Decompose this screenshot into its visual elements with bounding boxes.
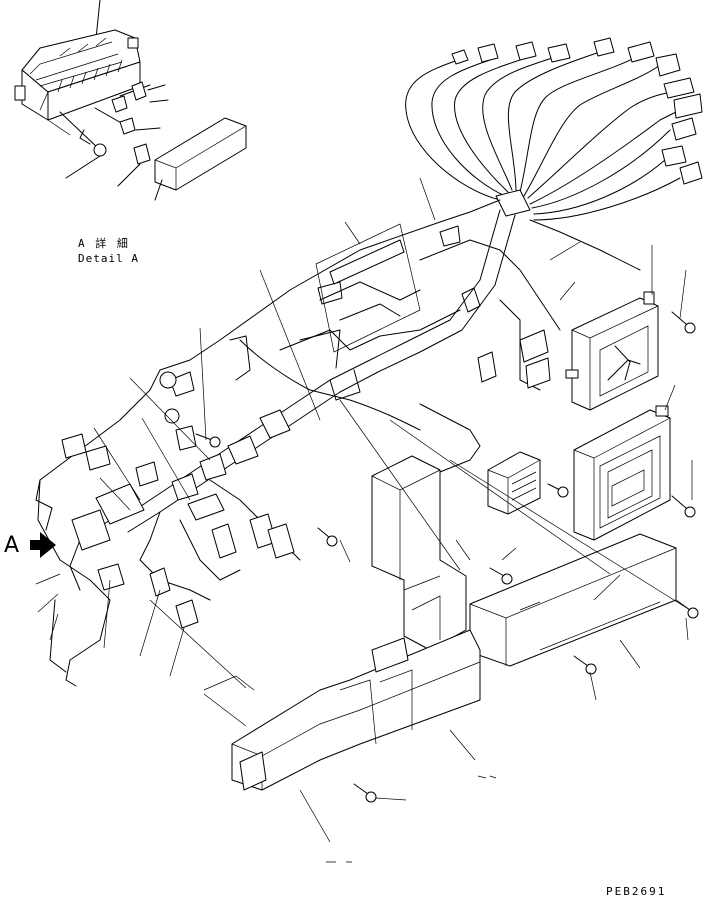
duct-left <box>231 629 481 791</box>
detail-a-connector-block <box>14 0 247 201</box>
duct-right <box>469 533 677 667</box>
controller-upper <box>565 291 659 411</box>
upper-harness-connectors <box>405 37 703 221</box>
drawing-code: PEB2691 <box>606 885 667 898</box>
main-harness-trunk <box>61 209 516 629</box>
leader-lines <box>35 177 693 863</box>
controller-lower <box>573 405 671 541</box>
detail-a-title: A 詳 細 <box>78 237 130 250</box>
view-a-label: A <box>4 533 20 558</box>
center-frame <box>229 223 561 473</box>
relay-box <box>487 451 541 515</box>
view-a-arrow <box>30 532 56 558</box>
detail-a-subtitle: Detail A <box>78 252 139 265</box>
bolts <box>195 311 699 803</box>
duct-center <box>371 455 467 651</box>
